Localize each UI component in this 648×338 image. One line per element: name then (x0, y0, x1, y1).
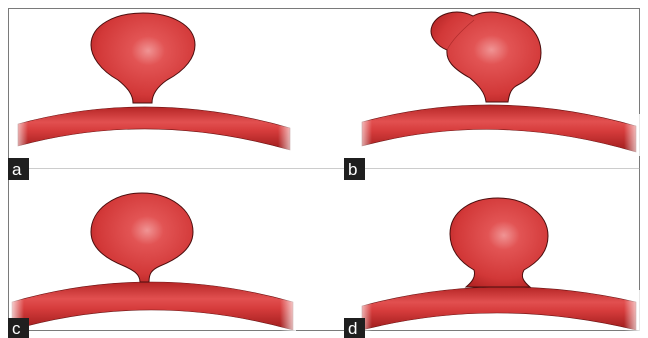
panel-label: a (12, 160, 22, 179)
panel-label: c (12, 319, 21, 338)
panel-label: b (348, 160, 357, 179)
panel-label: d (348, 319, 357, 338)
